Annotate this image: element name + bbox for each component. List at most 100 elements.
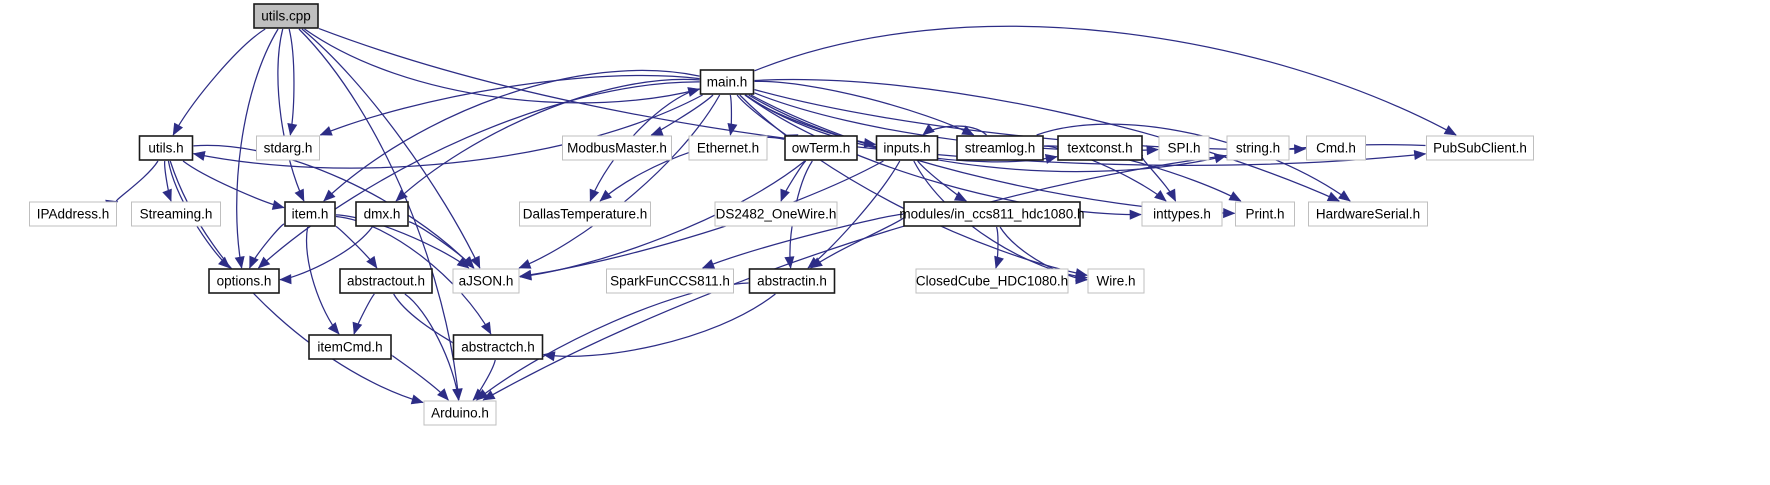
- edge-arrowhead: [481, 321, 492, 335]
- graph-node-utils-h[interactable]: utils.h: [138, 135, 194, 161]
- edge-arrowhead: [482, 390, 496, 401]
- node-box[interactable]: [1426, 135, 1534, 161]
- dependency-edge: [702, 213, 904, 269]
- edge-arrowhead: [162, 188, 172, 202]
- dependency-edge: [335, 214, 470, 269]
- node-box[interactable]: [452, 268, 520, 294]
- node-box[interactable]: [915, 268, 1069, 294]
- dependency-edge: [318, 27, 1426, 166]
- node-box[interactable]: [1226, 135, 1290, 161]
- graph-node-Arduino-h[interactable]: Arduino.h: [423, 400, 497, 426]
- edge-arrowhead: [279, 274, 292, 285]
- node-box[interactable]: [253, 3, 319, 29]
- node-box[interactable]: [1057, 135, 1143, 161]
- dependency-edge: [320, 74, 700, 136]
- node-box[interactable]: [1306, 135, 1366, 161]
- dependency-edge: [288, 28, 295, 136]
- graph-node-utils-cpp[interactable]: utils.cpp: [253, 3, 319, 29]
- edge-arrowhead: [1294, 144, 1307, 155]
- edge-arrowhead: [410, 394, 424, 405]
- graph-node-Streaming-h[interactable]: Streaming.h: [131, 201, 221, 227]
- graph-node-textconst-h[interactable]: textconst.h: [1057, 135, 1143, 161]
- node-box[interactable]: [423, 400, 497, 426]
- edge-arrowhead: [249, 255, 259, 269]
- edge-arrowhead: [810, 257, 823, 269]
- graph-node-abstractin-h[interactable]: abstractin.h: [748, 268, 836, 294]
- graph-node-SPI-h[interactable]: SPI.h: [1158, 135, 1210, 161]
- graph-node-stdarg-h[interactable]: stdarg.h: [256, 135, 320, 161]
- graph-node-itemCmd-h[interactable]: itemCmd.h: [308, 334, 392, 360]
- dependency-edge: [182, 160, 285, 209]
- node-box[interactable]: [131, 201, 221, 227]
- graph-node-IPAddress-h[interactable]: IPAddress.h: [29, 201, 117, 227]
- graph-node-item-h[interactable]: item.h: [284, 201, 336, 227]
- dependency-edge: [193, 144, 474, 269]
- node-box[interactable]: [339, 268, 433, 294]
- graph-node-Wire-h[interactable]: Wire.h: [1087, 268, 1145, 294]
- dependency-edge: [518, 94, 721, 269]
- graph-node-PubSubClient-h[interactable]: PubSubClient.h: [1426, 135, 1534, 161]
- node-box[interactable]: [699, 69, 755, 95]
- edge-arrowhead: [1326, 191, 1340, 202]
- node-box[interactable]: [748, 268, 836, 294]
- graph-node-owTerm-h[interactable]: owTerm.h: [784, 135, 858, 161]
- graph-node-ClosedCube-h[interactable]: ClosedCube_HDC1080.h: [915, 268, 1069, 294]
- graph-node-options-h[interactable]: options.h: [208, 268, 280, 294]
- node-box[interactable]: [1158, 135, 1210, 161]
- graph-node-ModbusMaster-h[interactable]: ModbusMaster.h: [562, 135, 672, 161]
- node-box[interactable]: [956, 135, 1044, 161]
- node-box[interactable]: [519, 201, 651, 227]
- graph-node-dmx-h[interactable]: dmx.h: [355, 201, 409, 227]
- node-box[interactable]: [284, 201, 336, 227]
- node-box[interactable]: [714, 201, 838, 227]
- graph-node-string-h[interactable]: string.h: [1226, 135, 1290, 161]
- graph-node-modules-ccs811[interactable]: modules/in_ccs811_hdc1080.h: [899, 201, 1085, 227]
- node-box[interactable]: [688, 135, 768, 161]
- edge-arrowhead: [323, 189, 336, 202]
- graph-node-streamlog-h[interactable]: streamlog.h: [956, 135, 1044, 161]
- node-box[interactable]: [1141, 201, 1223, 227]
- node-box[interactable]: [903, 201, 1081, 227]
- graph-node-SparkFunCCS811-h[interactable]: SparkFunCCS811.h: [606, 268, 734, 294]
- node-box[interactable]: [1308, 201, 1428, 227]
- graph-node-inputs-h[interactable]: inputs.h: [875, 135, 939, 161]
- edge-arrowhead: [1443, 125, 1457, 136]
- edge-arrowhead: [953, 191, 968, 202]
- node-box[interactable]: [784, 135, 858, 161]
- graph-node-Ethernet-h[interactable]: Ethernet.h: [688, 135, 768, 161]
- dependency-edge: [748, 94, 1227, 173]
- edge-arrowhead: [650, 126, 664, 136]
- graph-node-Print-h[interactable]: Print.h: [1235, 201, 1295, 227]
- node-box[interactable]: [452, 334, 544, 360]
- node-box[interactable]: [1235, 201, 1295, 227]
- graph-node-Cmd-h[interactable]: Cmd.h: [1306, 135, 1366, 161]
- node-box[interactable]: [875, 135, 939, 161]
- dependency-edge: [404, 293, 460, 401]
- edge-arrowhead: [599, 189, 612, 202]
- edge-arrowhead: [395, 189, 408, 202]
- node-box[interactable]: [208, 268, 280, 294]
- graph-node-DallasTemperature-h[interactable]: DallasTemperature.h: [519, 201, 651, 227]
- node-box[interactable]: [256, 135, 320, 161]
- graph-node-abstractch-h[interactable]: abstractch.h: [452, 334, 544, 360]
- graph-node-aJSON-h[interactable]: aJSON.h: [452, 268, 520, 294]
- graph-node-DS2482-OneWire-h[interactable]: DS2482_OneWire.h: [714, 201, 838, 227]
- node-box[interactable]: [606, 268, 734, 294]
- dependency-edge: [754, 80, 974, 136]
- graph-node-main-h[interactable]: main.h: [699, 69, 755, 95]
- graph-node-inttypes-h[interactable]: inttypes.h: [1141, 201, 1223, 227]
- node-box[interactable]: [29, 201, 117, 227]
- dependency-edge: [1036, 123, 1351, 202]
- node-box[interactable]: [1087, 268, 1145, 294]
- graph-node-HardwareSerial-h[interactable]: HardwareSerial.h: [1308, 201, 1428, 227]
- node-box[interactable]: [355, 201, 409, 227]
- edge-arrowhead: [366, 255, 378, 269]
- edge-arrowhead: [589, 188, 600, 202]
- dependency-edge: [519, 160, 884, 277]
- node-box[interactable]: [138, 135, 194, 161]
- graph-node-abstractout-h[interactable]: abstractout.h: [339, 268, 433, 294]
- node-box[interactable]: [308, 334, 392, 360]
- edge-arrowhead: [518, 259, 532, 269]
- node-box[interactable]: [562, 135, 672, 161]
